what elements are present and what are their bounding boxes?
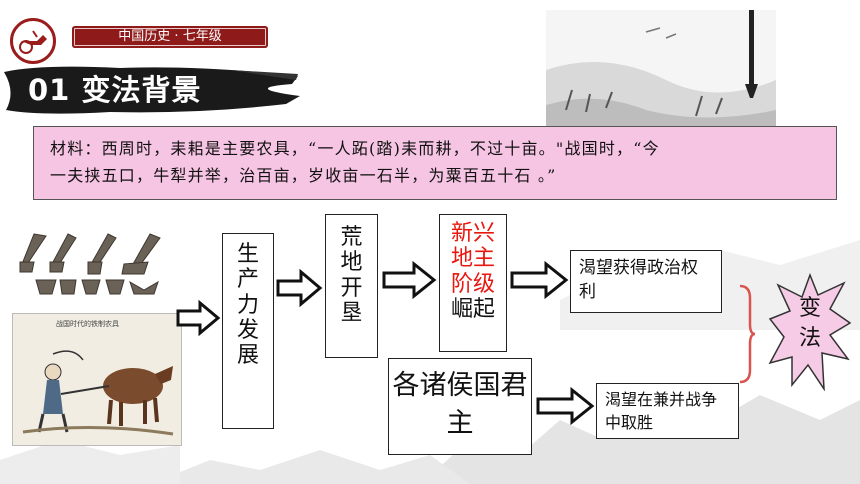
iron-farm-tools-image <box>19 233 161 295</box>
wasteland-reclamation-box: 荒 地 开 垦 <box>325 214 378 358</box>
material-line-2: 一夫挟五口，牛犁并举，治百亩，岁收亩一石半，为粟百五十石 。” <box>50 166 557 185</box>
right-brace <box>739 284 756 384</box>
red-text: 地主 <box>450 246 495 272</box>
char: 垦 <box>340 300 363 326</box>
char: 产 <box>236 267 259 293</box>
red-text: 新兴 <box>450 221 495 246</box>
ink-painting-decoration <box>546 10 776 134</box>
char: 变 <box>798 296 821 321</box>
arrow-right-icon <box>382 260 437 300</box>
productivity-box: 生 产 力 发 展 <box>222 233 274 429</box>
red-text: 阶级 <box>450 271 495 297</box>
char: 力 <box>236 292 259 318</box>
char: 展 <box>236 343 259 369</box>
reform-label: 变 法 <box>798 294 822 354</box>
arrow-right-icon <box>536 386 595 426</box>
reform-starburst <box>768 273 852 391</box>
material-quote-box: 材料：西周时，耒耜是主要农具，“一人跖(踏)耒而耕，不过十亩。"战国时，“今 一… <box>33 126 837 200</box>
state-rulers-box: 各诸侯国君主 <box>388 358 532 455</box>
image-caption: 战国时代的铁制农具 <box>56 320 119 328</box>
char: 荒 <box>340 225 363 250</box>
char: 法 <box>798 326 821 351</box>
brush-stroke-banner <box>4 66 300 114</box>
char: 生 <box>236 242 259 267</box>
arrow-right-icon <box>276 268 323 308</box>
ox-plowing-image <box>12 313 182 446</box>
arrow-right-icon <box>510 260 569 300</box>
material-line-1: 材料：西周时，耒耜是主要农具，“一人跖(踏)耒而耕，不过十亩。"战国时，“今 <box>50 139 660 158</box>
war-victory-box: 渴望在兼并战争中取胜 <box>596 383 739 439</box>
char: 发 <box>236 317 259 343</box>
char: 开 <box>340 275 363 301</box>
arrow-right-icon <box>176 299 221 337</box>
course-tag: 中国历史 · 七年级 <box>72 26 268 48</box>
course-logo <box>10 18 56 64</box>
section-title: 01 变法背景 <box>28 73 202 107</box>
char: 地 <box>340 250 363 276</box>
rise-text: 崛起 <box>450 296 495 322</box>
political-rights-box: 渴望获得政治权利 <box>570 250 722 313</box>
landlord-class-box: 新兴 地主 阶级 崛起 <box>439 214 507 352</box>
